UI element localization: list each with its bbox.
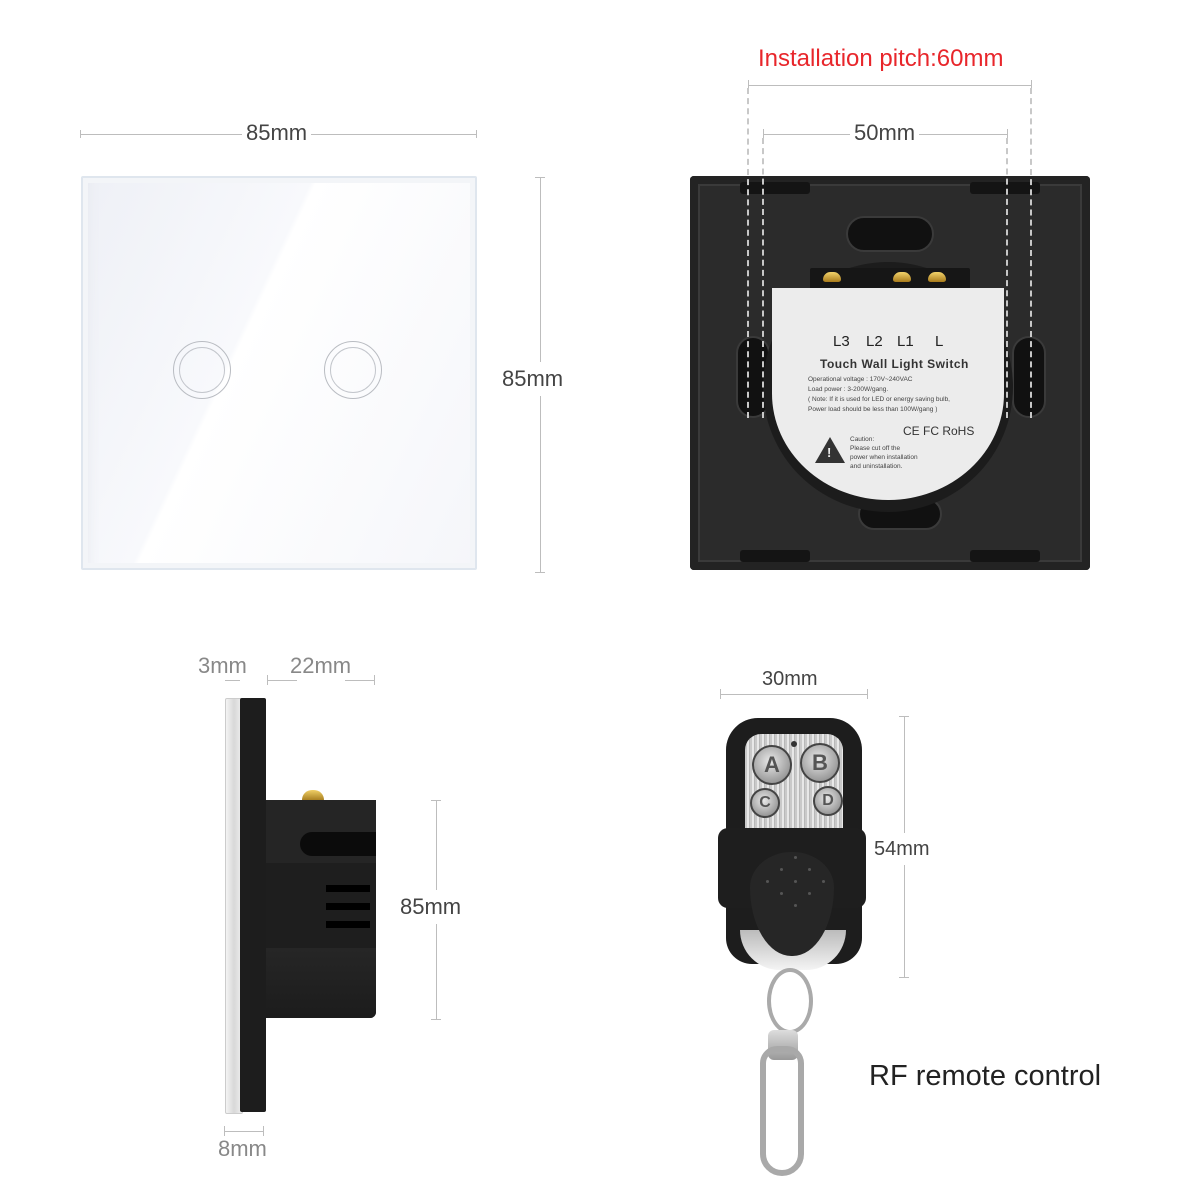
keyring-icon: [767, 968, 813, 1034]
glass-thickness-line: [225, 680, 240, 681]
caution-line: Please cut off the: [850, 445, 901, 452]
side-height-label: 85mm: [398, 890, 464, 924]
dimension-tick: [431, 1019, 441, 1020]
remote-cover-tab: [750, 852, 834, 956]
caution-line: and uninstallation.: [850, 463, 903, 470]
product-label: [772, 288, 1004, 500]
remote-button-d[interactable]: D: [813, 786, 843, 816]
pitch-guide-line: [1030, 88, 1032, 418]
remote-width-line: [720, 694, 868, 695]
terminal-screw-icon: [893, 272, 911, 282]
front-glass-panel: [81, 176, 477, 570]
installation-pitch-label: Installation pitch:60mm: [758, 45, 1004, 72]
remote-width-label: 30mm: [758, 669, 822, 689]
mounting-clip: [970, 182, 1040, 194]
speaker-dot: [808, 892, 811, 895]
dimension-tick: [763, 129, 764, 139]
dimension-tick: [1031, 80, 1032, 90]
dimension-tick: [476, 130, 477, 138]
remote-caption: RF remote control: [869, 1060, 1102, 1092]
glass-thickness-label: 3mm: [194, 655, 251, 677]
label-line: Power load should be less than 100W/gang…: [808, 406, 938, 413]
label-line: Load power : 3-200W/gang.: [808, 386, 889, 393]
terminal-label-l: L: [935, 333, 944, 350]
label-line: Operational voltage : 170V~240VAC: [808, 376, 913, 383]
dimension-tick: [899, 977, 909, 978]
mounting-clip: [740, 182, 810, 194]
dimension-tick: [374, 675, 375, 685]
depth-line: [267, 680, 297, 681]
front-height-label: 85mm: [500, 362, 566, 396]
caution-line: Caution:: [850, 436, 875, 443]
touch-button-1[interactable]: [173, 341, 231, 399]
dimension-tick: [535, 572, 545, 573]
label-title: Touch Wall Light Switch: [820, 357, 969, 371]
speaker-dot: [794, 856, 797, 859]
speaker-dot: [780, 892, 783, 895]
terminal-screw-icon: [823, 272, 841, 282]
dimension-tick: [720, 689, 721, 699]
screw-slot-right: [1012, 336, 1046, 418]
terminal-screw-icon: [302, 790, 324, 802]
spacing-guide-line: [1006, 138, 1008, 418]
speaker-dot: [808, 868, 811, 871]
screw-slot-top: [846, 216, 934, 252]
speaker-dot: [766, 880, 769, 883]
vent-slot: [326, 921, 370, 928]
dimension-tick: [263, 1126, 264, 1136]
terminal-label-l1: L1: [897, 333, 914, 350]
remote-button-a[interactable]: A: [752, 745, 792, 785]
warning-icon: [815, 437, 845, 463]
speaker-dot: [794, 880, 797, 883]
plate-thickness-label: 8mm: [214, 1138, 271, 1160]
plate-thickness-line: [224, 1131, 264, 1132]
speaker-dot: [780, 868, 783, 871]
dimension-tick: [267, 675, 268, 685]
vent-slot: [326, 903, 370, 910]
dimension-tick: [867, 689, 868, 699]
remote-button-b[interactable]: B: [800, 743, 840, 783]
caution-line: power when installation: [850, 454, 918, 461]
dimension-tick: [224, 1126, 225, 1136]
front-width-label: 85mm: [242, 122, 312, 144]
pitch-dimension-line: [748, 85, 1032, 86]
lobster-clasp-icon: [760, 1046, 804, 1176]
terminal-screw-icon: [928, 272, 946, 282]
side-slot: [300, 832, 376, 856]
led-indicator-icon: [791, 741, 797, 747]
terminal-label-l2: L2: [866, 333, 883, 350]
remote-button-c[interactable]: C: [750, 788, 780, 818]
dimension-tick: [1007, 129, 1008, 139]
speaker-dot: [822, 880, 825, 883]
inner-spacing-label: 50mm: [850, 122, 920, 144]
terminal-label-l3: L3: [833, 333, 850, 350]
depth-line: [345, 680, 374, 681]
dimension-tick: [748, 80, 749, 90]
module-bottom: [266, 948, 376, 1018]
side-back-plate: [240, 698, 266, 1112]
mounting-clip: [740, 550, 810, 562]
vent-slot: [326, 885, 370, 892]
touch-button-2[interactable]: [324, 341, 382, 399]
depth-label: 22mm: [286, 655, 356, 677]
certification-marks: CE FC RoHS: [903, 424, 975, 438]
pitch-guide-line: [747, 88, 749, 418]
label-line: ( Note: If it is used for LED or energy …: [808, 396, 950, 403]
spacing-guide-line: [762, 138, 764, 418]
speaker-dot: [794, 904, 797, 907]
remote-height-label: 54mm: [872, 833, 932, 865]
mounting-clip: [970, 550, 1040, 562]
